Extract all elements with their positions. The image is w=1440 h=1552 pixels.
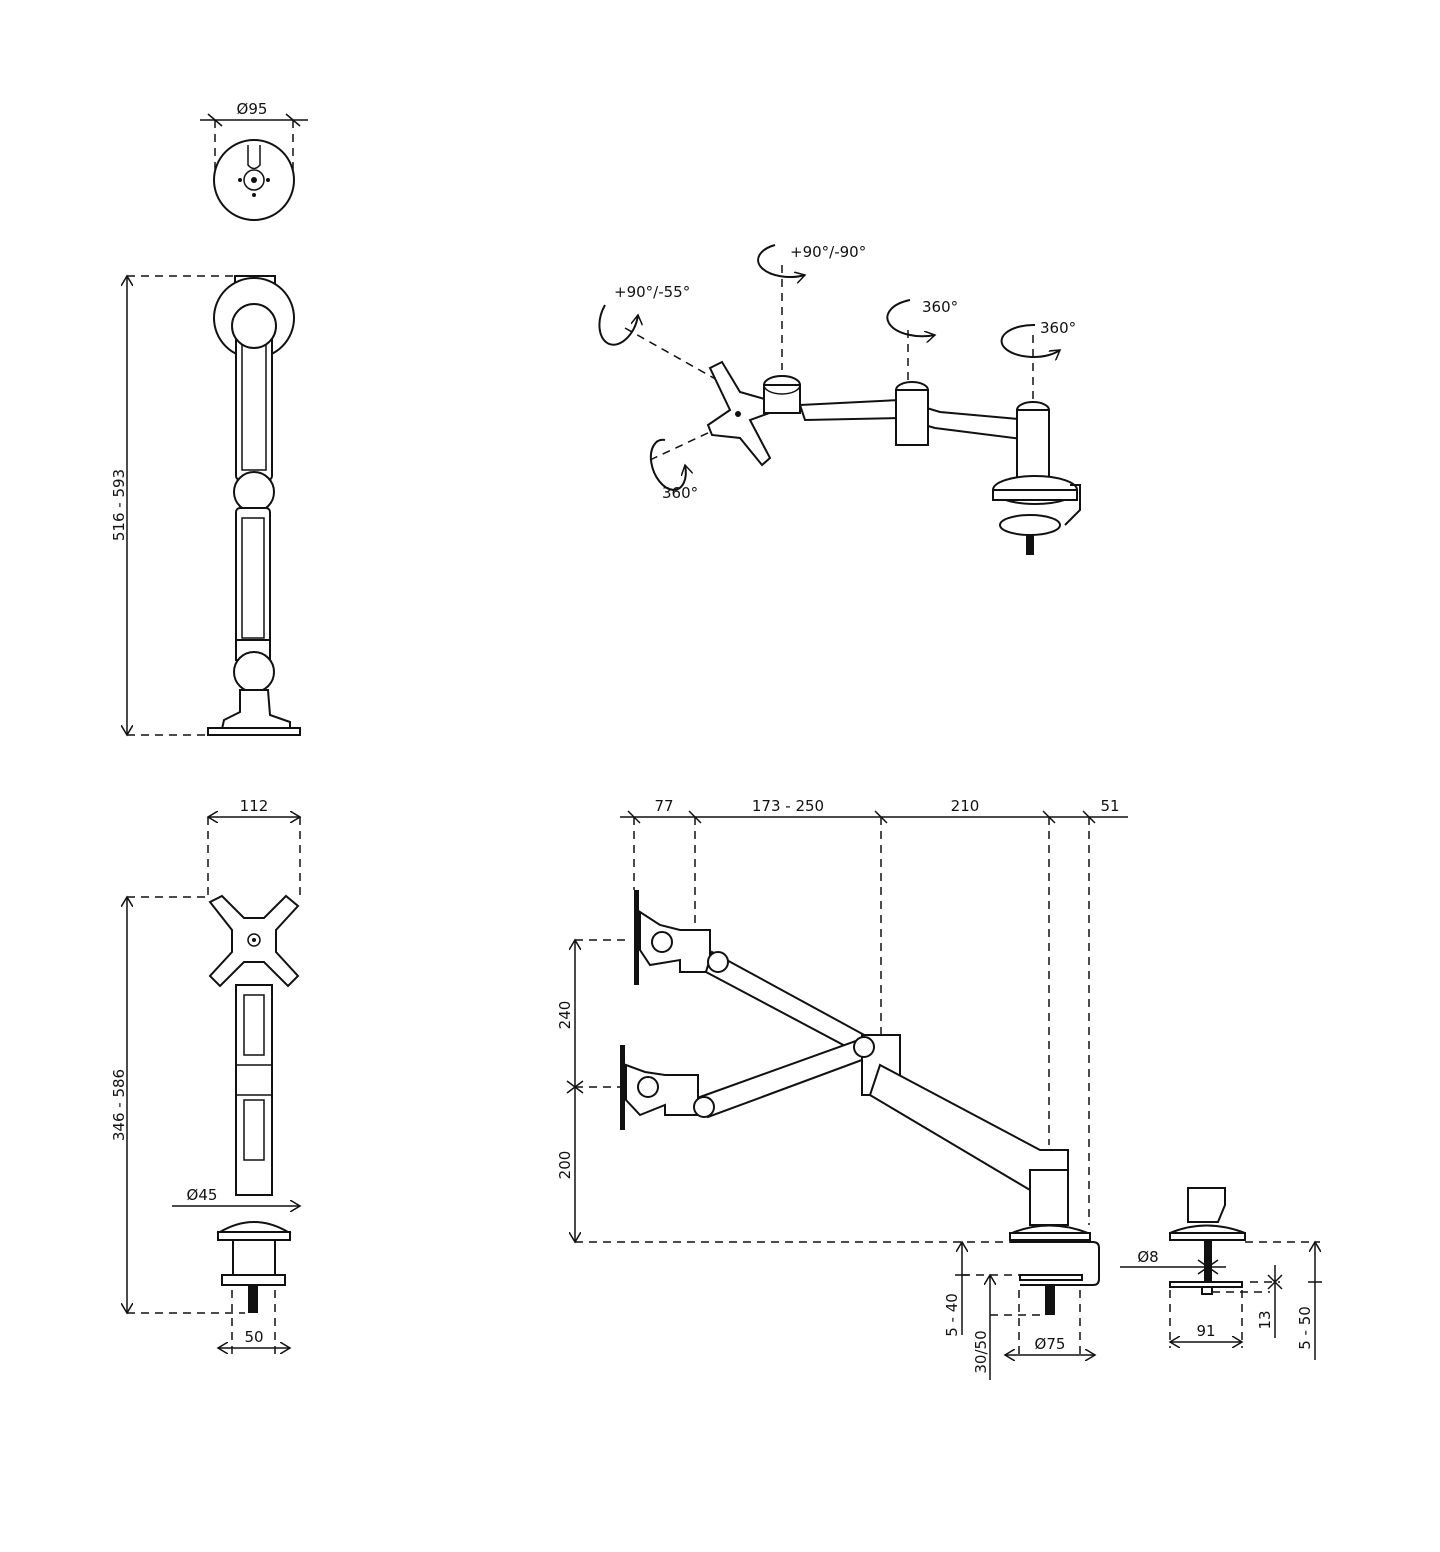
top-view: Ø95 bbox=[200, 100, 308, 221]
plate-width-label: 91 bbox=[1196, 1322, 1215, 1340]
side-view: 516 - 593 bbox=[110, 276, 301, 735]
column-diameter-label: Ø45 bbox=[187, 1186, 218, 1204]
bolt-diameter-label: Ø8 bbox=[1137, 1248, 1158, 1266]
base-diameter-label: Ø75 bbox=[1035, 1335, 1066, 1353]
clamp-width-label: 50 bbox=[244, 1328, 263, 1346]
desk-range-label: 5 - 50 bbox=[1296, 1306, 1314, 1350]
base-circle bbox=[213, 139, 295, 221]
rotation-label-joint1: 360° bbox=[922, 298, 958, 316]
dim-173-250: 173 - 250 bbox=[752, 797, 824, 815]
dim-77: 77 bbox=[654, 797, 673, 815]
arm-view: 77 173 - 250 210 51 240 200 bbox=[556, 797, 1128, 1380]
plate-thickness-label: 13 bbox=[1256, 1310, 1274, 1329]
tilt-label: +90°/-90° bbox=[790, 243, 866, 261]
grommet-view: Ø8 91 13 5 - 50 bbox=[1120, 1187, 1322, 1360]
clamp-range-label: 5 - 40 bbox=[943, 1293, 961, 1337]
dim-210: 210 bbox=[951, 797, 980, 815]
rotation-label-head: 360° bbox=[662, 484, 698, 502]
grommet-label: 30/50 bbox=[972, 1330, 990, 1373]
dim-51: 51 bbox=[1100, 797, 1119, 815]
width-label: 112 bbox=[240, 797, 269, 815]
dim-240: 240 bbox=[556, 1001, 574, 1030]
perspective-view: +90°/-90° +90°/-55° 360° 360° 360° bbox=[598, 243, 1081, 555]
diameter-label: Ø95 bbox=[237, 100, 268, 118]
rotation-label-joint2: 360° bbox=[1040, 319, 1076, 337]
dim-200: 200 bbox=[556, 1151, 574, 1180]
height-label: 346 - 586 bbox=[110, 1069, 128, 1141]
height-label: 516 - 593 bbox=[110, 469, 128, 541]
tilt2-label: +90°/-55° bbox=[614, 283, 690, 301]
front-view: 112 346 - 586 Ø45 50 bbox=[110, 797, 300, 1355]
